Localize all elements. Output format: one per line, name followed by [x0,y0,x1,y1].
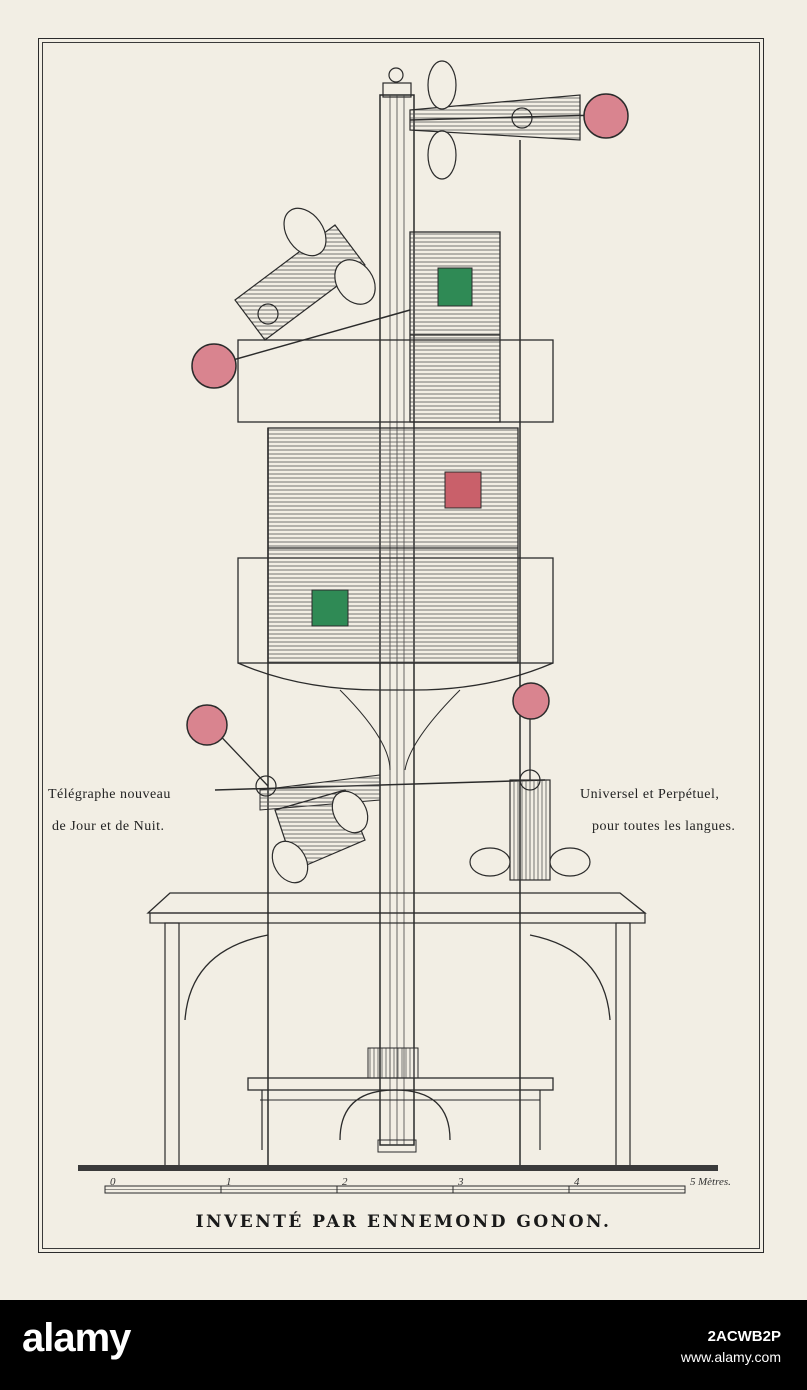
site-url-label: www.alamy.com [680,1349,781,1365]
plate-border-inner [42,42,760,1249]
watermark-footer-bar [0,1300,807,1390]
green-panel-middle [311,589,349,627]
image-id-label: 2ACWB2P [707,1328,781,1345]
scale-tick-4: 4 [574,1176,580,1188]
metre-scale-bar [104,1185,686,1194]
caption-left-line-2: de Jour et de Nuit. [52,819,165,834]
telegraph-drawing [78,60,718,1194]
base-canopy [146,892,647,1167]
scale-unit-label: Mètres. [698,1176,731,1188]
lower-gallery-railing [237,557,554,664]
top-signal-arm [409,60,601,180]
scale-tick-3: 3 [458,1176,464,1188]
control-table [247,1047,554,1153]
scale-tick-0: 0 [110,1176,116,1188]
red-lamp-upper-left [191,343,237,389]
upper-shutter-cabinet [237,140,554,1165]
scale-tick-5: 5 [690,1176,696,1188]
scale-tick-2: 2 [342,1176,348,1188]
middle-shutter-cabinet [237,427,554,1165]
red-lamp-top [583,93,629,139]
scale-tick-1: 1 [226,1176,232,1188]
caption-right-line-2: pour toutes les langues. [592,819,736,834]
ground-line [78,1165,718,1171]
red-panel-middle [444,471,482,509]
plate-border-outer [38,38,764,1253]
green-panel-upper [437,267,473,307]
brand-logo: alamy [22,1316,131,1360]
caption-right-line-1: Universel et Perpétuel, [580,787,720,802]
upper-gallery-railing [237,339,554,423]
plate-title: INVENTÉ PAR ENNEMOND GONON. [195,1212,612,1232]
caption-left-line-1: Télégraphe nouveau [48,787,171,802]
upper-left-signal-arm [214,207,411,366]
footer-info: 2ACWB2P www.alamy.com [681,1328,781,1365]
lower-signal-arm [209,705,591,884]
red-lamp-lower-left [186,704,228,746]
red-lamp-lower-right [512,682,550,720]
